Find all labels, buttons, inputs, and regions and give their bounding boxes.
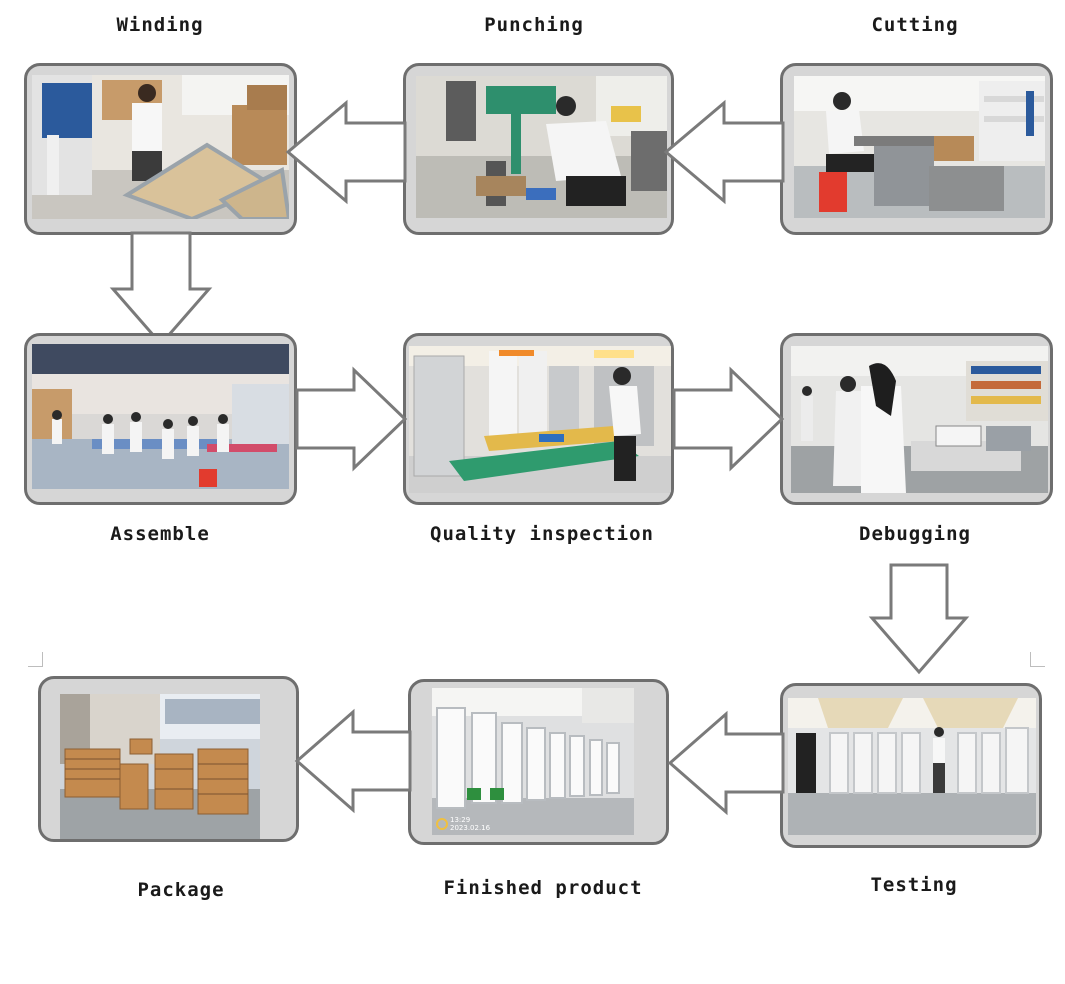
photo-timestamp: 13:29 2023.02.16 — [450, 816, 490, 832]
punching-photo — [416, 76, 667, 218]
step-label-cutting: Cutting — [871, 14, 959, 36]
step-label-quality-inspection: Quality inspection — [430, 523, 654, 545]
step-photo-frame-punching — [403, 63, 674, 235]
finished-product-photo: 13:29 2023.02.16 — [432, 688, 634, 835]
arrow-debugging-to-testing — [868, 563, 970, 675]
step-label-winding: Winding — [116, 14, 204, 36]
debugging-photo — [791, 346, 1048, 493]
step-photo-frame-testing — [780, 683, 1042, 848]
arrow-winding-to-assemble — [109, 231, 213, 347]
photo-date: 2023.02.16 — [450, 824, 491, 832]
step-photo-frame-finished-product: 13:29 2023.02.16 — [408, 679, 669, 845]
step-label-package: Package — [137, 879, 225, 901]
step-photo-frame-debugging — [780, 333, 1053, 505]
assemble-photo — [32, 344, 289, 489]
step-label-punching: Punching — [484, 14, 584, 36]
arrow-cutting-to-punching — [663, 99, 785, 205]
cutting-photo — [794, 76, 1045, 218]
corner-mark-left — [28, 652, 43, 667]
arrow-punching-to-winding — [285, 99, 407, 205]
testing-photo — [788, 698, 1036, 835]
step-label-finished-product: Finished product — [443, 877, 643, 899]
step-label-testing: Testing — [870, 874, 958, 896]
step-photo-frame-quality-inspection — [403, 333, 674, 505]
corner-mark-right — [1030, 652, 1045, 667]
step-photo-frame-package — [38, 676, 299, 842]
step-photo-frame-cutting — [780, 63, 1053, 235]
step-photo-frame-winding — [24, 63, 297, 235]
step-photo-frame-assemble — [24, 333, 297, 505]
winding-photo — [32, 75, 289, 219]
arrow-testing-to-finished-product — [667, 710, 785, 816]
arrow-assemble-to-quality-inspection — [295, 366, 408, 472]
arrow-finished-product-to-package — [294, 708, 412, 814]
package-photo — [60, 694, 260, 839]
quality-inspection-photo — [409, 346, 671, 493]
step-label-debugging: Debugging — [859, 523, 971, 545]
arrow-quality-inspection-to-debugging — [672, 366, 785, 472]
photo-time: 13:29 — [450, 816, 471, 824]
step-label-assemble: Assemble — [110, 523, 210, 545]
